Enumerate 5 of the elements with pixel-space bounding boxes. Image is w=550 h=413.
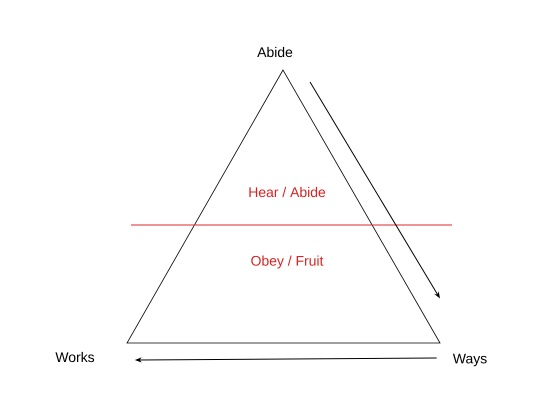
- node-label: Works: [55, 352, 94, 362]
- zone-label: Obey / Fruit: [251, 256, 324, 268]
- node-label: Abide: [257, 46, 292, 58]
- node-label: Ways: [452, 354, 487, 366]
- zone-label: Hear / Abide: [249, 186, 326, 198]
